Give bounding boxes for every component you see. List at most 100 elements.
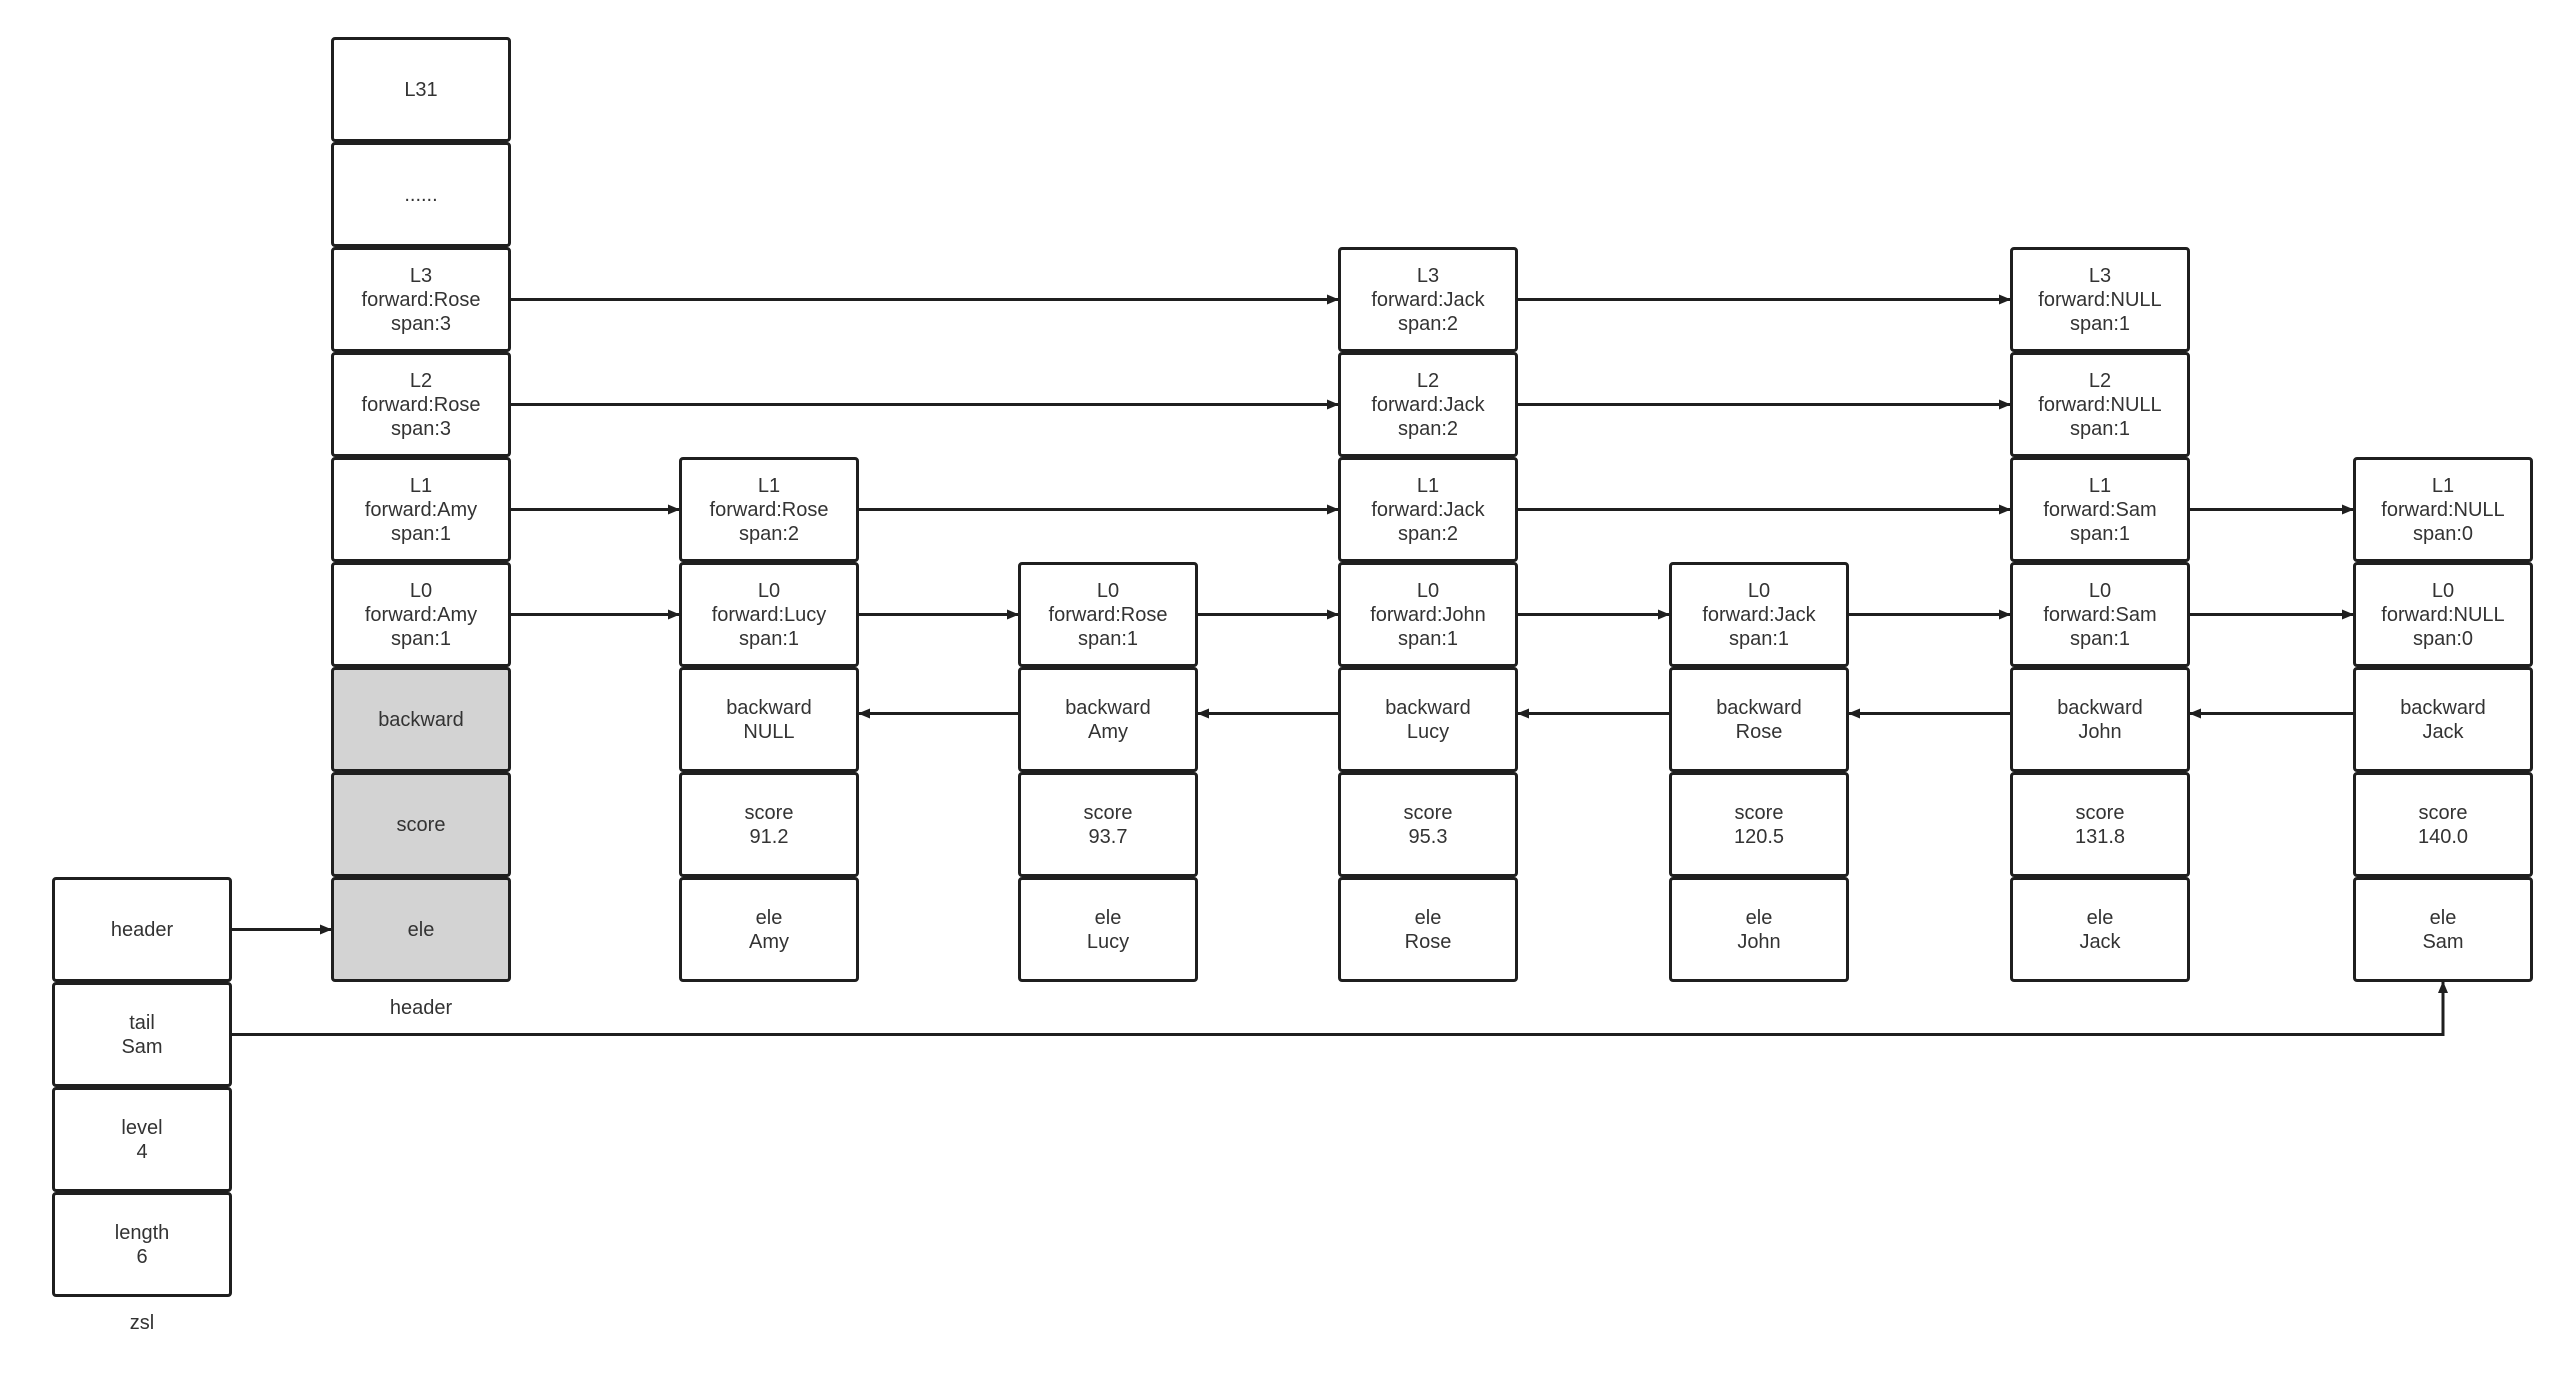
node-rose-score-line-0: score — [1403, 801, 1453, 824]
header-node-cell-8-line-0: ele — [407, 918, 435, 941]
node-jack-level-l0-line-2: span:1 — [2069, 627, 2131, 650]
node-jack-level-l1-line-2: span:1 — [2069, 522, 2131, 545]
node-lucy-ele-line-0: ele — [1094, 906, 1122, 929]
node-jack-level-l1-line-1: forward:Sam — [2043, 498, 2157, 521]
node-lucy-score-line-0: score — [1083, 801, 1133, 824]
node-sam-score-line-1: 140.0 — [2417, 825, 2469, 848]
zsl-tail-arrow — [232, 981, 2448, 1036]
node-rose-level-l2-line-0: L2 — [1416, 369, 1440, 392]
node-sam-level-l1-line-2: span:0 — [2412, 522, 2474, 545]
header-node-cell-0: L31 — [331, 37, 511, 142]
node-rose-ele-line-1: Rose — [1404, 930, 1452, 953]
zsl-cell-2-line-1: 4 — [136, 1140, 148, 1163]
node-lucy-backward-line-0: backward — [1065, 696, 1151, 719]
node-sam-ele-line-1: Sam — [2422, 930, 2464, 953]
node-jack-level-l0-line-0: L0 — [2088, 579, 2112, 602]
node-jack-backward-line-1: John — [2078, 720, 2122, 743]
node-amy-backward-line-1: NULL — [743, 720, 795, 743]
zsl-cell-3-line-1: 6 — [136, 1245, 148, 1268]
node-amy-score-line-1: 91.2 — [749, 825, 789, 848]
node-jack-level-l1-line-0: L1 — [2088, 474, 2112, 497]
header-node-cell-2-line-2: span:3 — [390, 312, 452, 335]
header-node-cell-6-line-0: backward — [378, 708, 464, 731]
node-rose-level-l0-line-0: L0 — [1416, 579, 1440, 602]
node-amy-level-l0-line-0: L0 — [757, 579, 781, 602]
node-rose-level-l1-line-0: L1 — [1416, 474, 1440, 497]
node-lucy-backward-line-1: Amy — [1088, 720, 1128, 743]
node-john-score-line-0: score — [1734, 801, 1784, 824]
node-jack-score-line-0: score — [2075, 801, 2125, 824]
header-node-cell-4-line-2: span:1 — [390, 522, 452, 545]
node-sam-score-line-0: score — [2418, 801, 2468, 824]
node-sam-level-l1-line-0: L1 — [2431, 474, 2455, 497]
node-amy-backward-line-0: backward — [726, 696, 812, 719]
node-jack-level-l3-line-1: forward:NULL — [2038, 288, 2162, 311]
node-jack-level-l2-line-1: forward:NULL — [2038, 393, 2162, 416]
header-node-cell-2-line-1: forward:Rose — [361, 288, 481, 311]
node-rose-level-l0-line-1: forward:John — [1370, 603, 1486, 626]
node-sam-level-l0-line-0: L0 — [2431, 579, 2455, 602]
zsl-caption: zsl — [129, 1312, 155, 1334]
node-jack-level-l0-line-1: forward:Sam — [2043, 603, 2157, 626]
node-john-level-l0-line-0: L0 — [1747, 579, 1771, 602]
header-node-cell-3-line-1: forward:Rose — [361, 393, 481, 416]
node-rose-ele-line-0: ele — [1414, 906, 1442, 929]
header-node-cell-5-line-1: forward:Amy — [364, 603, 478, 626]
node-rose-level-l1-line-1: forward:Jack — [1371, 498, 1485, 521]
node-jack-score-line-1: 131.8 — [2074, 825, 2126, 848]
zsl-cell-1-line-1: Sam — [121, 1035, 163, 1058]
node-lucy-score-line-1: 93.7 — [1088, 825, 1128, 848]
zsl-cell-1-line-0: tail — [129, 1011, 155, 1034]
node-amy-level-l1-line-1: forward:Rose — [709, 498, 829, 521]
node-sam-level-l0-line-2: span:0 — [2412, 627, 2474, 650]
node-jack-level-l3-line-2: span:1 — [2069, 312, 2131, 335]
node-jack-level-l2-line-0: L2 — [2088, 369, 2112, 392]
header-node-cell-0-line-0: L31 — [404, 78, 438, 101]
node-john-score-line-1: 120.5 — [1733, 825, 1785, 848]
header-node-cell-8: ele — [331, 877, 511, 982]
node-jack-backward-line-0: backward — [2057, 696, 2143, 719]
node-lucy-level-l0-line-1: forward:Rose — [1048, 603, 1168, 626]
node-amy-score-line-0: score — [744, 801, 794, 824]
header-node-caption: header — [389, 997, 453, 1019]
node-sam-ele-line-0: ele — [2429, 906, 2457, 929]
header-node-cell-3-line-0: L2 — [409, 369, 433, 392]
node-amy-ele-line-1: Amy — [749, 930, 789, 953]
node-sam-level-l0-line-1: forward:NULL — [2381, 603, 2505, 626]
header-node-cell-5-line-2: span:1 — [390, 627, 452, 650]
node-rose-level-l1-line-2: span:2 — [1397, 522, 1459, 545]
node-rose-level-l3-line-0: L3 — [1416, 264, 1440, 287]
node-rose-score-line-1: 95.3 — [1408, 825, 1448, 848]
header-node-cell-1-line-0: ...... — [404, 183, 438, 206]
node-lucy-ele-line-1: Lucy — [1086, 930, 1130, 953]
node-rose-level-l3-line-2: span:2 — [1397, 312, 1459, 335]
node-john-level-l0-line-2: span:1 — [1728, 627, 1790, 650]
header-node-cell-1: ...... — [331, 142, 511, 247]
node-rose-level-l0-line-2: span:1 — [1397, 627, 1459, 650]
